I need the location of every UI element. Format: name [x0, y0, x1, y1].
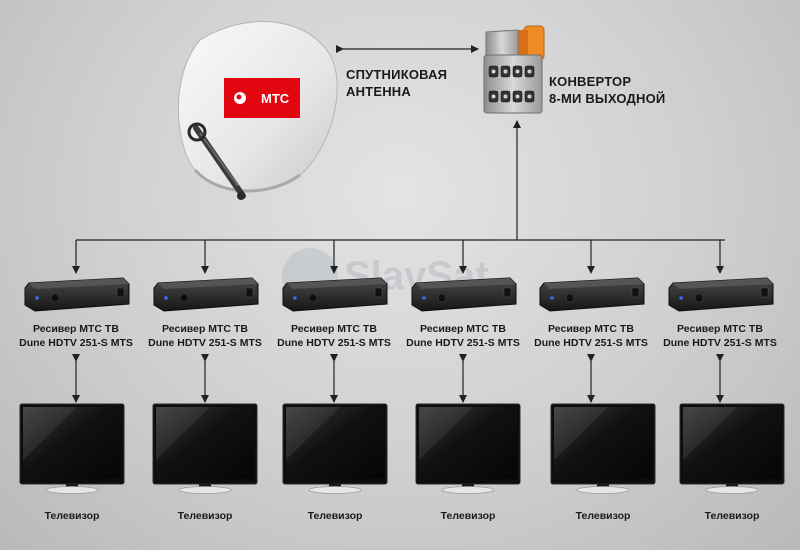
receiver-label-3-line2: Dune HDTV 251-S MTS	[277, 337, 391, 349]
receiver-label-6-line1: Ресивер МТС ТВ	[677, 323, 763, 335]
receiver-label-5-line1: Ресивер МТС ТВ	[548, 323, 634, 335]
receiver-3	[282, 277, 388, 312]
receiver-label-1-line1: Ресивер МТС ТВ	[33, 323, 119, 335]
receiver-1	[24, 277, 130, 312]
tv-label-6: Телевизор	[704, 510, 760, 522]
receiver-label-2: Ресивер МТС ТВ Dune HDTV 251-S MTS	[140, 322, 270, 350]
receiver-label-3: Ресивер МТС ТВ Dune HDTV 251-S MTS	[269, 322, 399, 350]
lnb-converter	[483, 25, 545, 114]
receiver-label-5-line2: Dune HDTV 251-S MTS	[534, 337, 648, 349]
dish-label-line2: АНТЕННА	[346, 84, 411, 99]
receiver-label-4-line2: Dune HDTV 251-S MTS	[406, 337, 520, 349]
receiver-label-4: Ресивер МТС ТВ Dune HDTV 251-S MTS	[398, 322, 528, 350]
converter-label-line1: КОНВЕРТОР	[549, 74, 632, 89]
tv-1	[19, 403, 125, 494]
receiver-label-1-line2: Dune HDTV 251-S MTS	[19, 337, 133, 349]
receiver-6	[668, 277, 774, 312]
receiver-label-4-line1: Ресивер МТС ТВ	[420, 323, 506, 335]
tv-2	[152, 403, 258, 494]
receiver-label-3-line1: Ресивер МТС ТВ	[291, 323, 377, 335]
converter-label: КОНВЕРТОР 8-МИ ВЫХОДНОЙ	[549, 73, 665, 107]
tv-4	[415, 403, 521, 494]
tv-label-1: Телевизор	[44, 510, 100, 522]
tv-5	[550, 403, 656, 494]
tv-label-4: Телевизор	[440, 510, 496, 522]
tv-label-2: Телевизор	[177, 510, 233, 522]
receiver-4	[411, 277, 517, 312]
receiver-label-6: Ресивер МТС ТВ Dune HDTV 251-S MTS	[655, 322, 785, 350]
tv-3	[282, 403, 388, 494]
dish-label-line1: СПУТНИКОВАЯ	[346, 67, 448, 82]
receiver-label-5: Ресивер МТС ТВ Dune HDTV 251-S MTS	[526, 322, 656, 350]
receiver-label-6-line2: Dune HDTV 251-S MTS	[663, 337, 777, 349]
tv-6	[679, 403, 785, 494]
tv-label-5: Телевизор	[575, 510, 631, 522]
receiver-label-1: Ресивер МТС ТВ Dune HDTV 251-S MTS	[11, 322, 141, 350]
devices-group	[19, 240, 785, 494]
dish-label: СПУТНИКОВАЯ АНТЕННА	[346, 66, 447, 100]
receiver-label-2-line1: Ресивер МТС ТВ	[162, 323, 248, 335]
receiver-2	[153, 277, 259, 312]
tv-label-3: Телевизор	[307, 510, 363, 522]
dish-brand: МТС	[261, 91, 290, 106]
receiver-5	[539, 277, 645, 312]
converter-label-line2: 8-МИ ВЫХОДНОЙ	[549, 91, 666, 106]
receiver-label-2-line2: Dune HDTV 251-S MTS	[148, 337, 262, 349]
satellite-dish	[177, 21, 338, 200]
